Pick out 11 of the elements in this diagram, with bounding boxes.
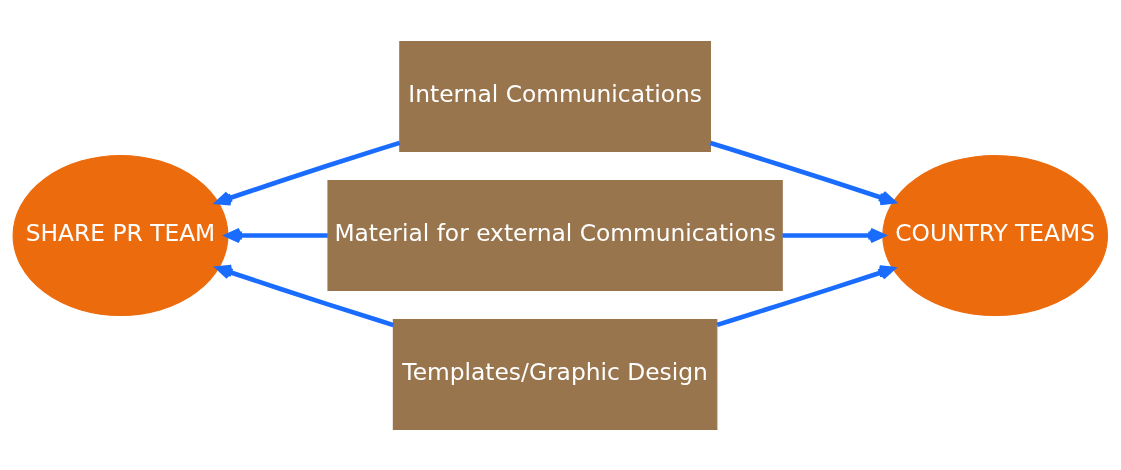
node-ellipse: COUNTRY TEAMS bbox=[882, 154, 1108, 316]
node-box: Material for external Communications bbox=[327, 179, 783, 291]
arrow bbox=[709, 140, 896, 205]
arrow bbox=[215, 264, 395, 327]
node-box: Templates/Graphic Design bbox=[392, 318, 718, 430]
arrow bbox=[225, 227, 328, 243]
node-box: Internal Communications bbox=[399, 40, 711, 152]
node-ellipse: SHARE PR TEAM bbox=[12, 154, 229, 316]
arrow bbox=[215, 140, 401, 206]
arrow bbox=[716, 264, 895, 327]
arrow bbox=[782, 227, 885, 243]
